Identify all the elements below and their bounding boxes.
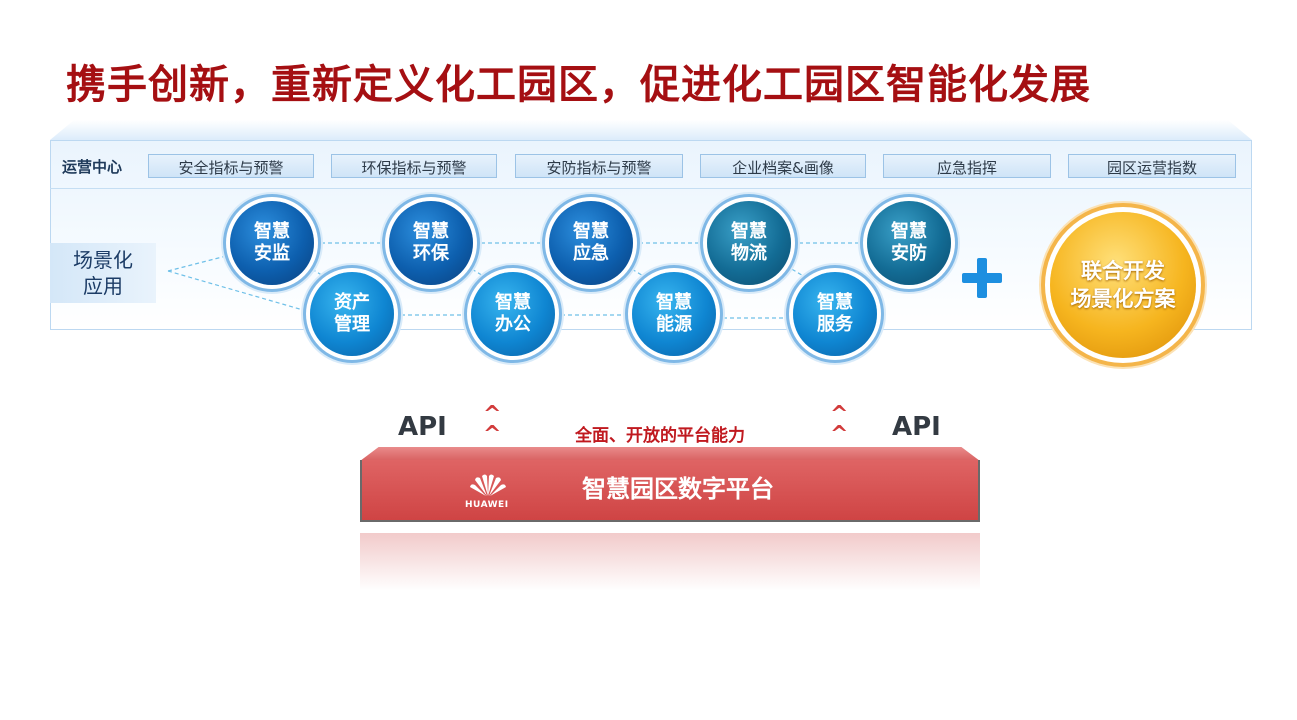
- plus-icon: [962, 258, 1002, 298]
- chevron-up-icon: ^: [483, 422, 502, 447]
- bubble-line1: 智慧: [731, 221, 767, 242]
- bubble-line2: 服务: [817, 314, 853, 335]
- chevron-up-icon: ^: [830, 402, 849, 427]
- bubble-line1: 智慧: [817, 292, 853, 313]
- bubble-line1: 智慧: [495, 292, 531, 313]
- bubble-line1: 智慧: [573, 221, 609, 242]
- ops-center-row: [50, 140, 1252, 189]
- joint-line2: 场景化方案: [1070, 287, 1176, 311]
- bubble-line2: 物流: [731, 243, 767, 264]
- connector-line: [167, 254, 231, 272]
- joint-line1: 联合开发: [1081, 259, 1165, 283]
- page-title: 携手创新，重新定义化工园区，促进化工园区智能化发展: [66, 62, 1091, 108]
- bubble-line1: 智慧: [656, 292, 692, 313]
- platform-reflection: [360, 533, 980, 591]
- chevron-up-icon: ^: [483, 402, 502, 427]
- bubble-line1: 智慧: [413, 221, 449, 242]
- bubble-line2: 安防: [891, 243, 927, 264]
- ops-tab-enterprise-profile[interactable]: 企业档案&画像: [700, 154, 866, 178]
- bubble-smart-office[interactable]: 智慧 办公: [471, 272, 555, 356]
- connector-line: [167, 270, 311, 313]
- bubble-smart-safety-supervision[interactable]: 智慧 安监: [230, 201, 314, 285]
- bubble-smart-environment[interactable]: 智慧 环保: [389, 201, 473, 285]
- bubble-line2: 安监: [254, 243, 290, 264]
- ops-tab-safety[interactable]: 安全指标与预警: [148, 154, 314, 178]
- ops-tab-environment[interactable]: 环保指标与预警: [331, 154, 497, 178]
- scenario-label-line2: 应用: [83, 274, 123, 298]
- bubble-smart-logistics[interactable]: 智慧 物流: [707, 201, 791, 285]
- api-label-right: API: [892, 412, 941, 442]
- bubble-smart-security[interactable]: 智慧 安防: [867, 201, 951, 285]
- bubble-line1: 智慧: [254, 221, 290, 242]
- huawei-brand-text: HUAWEI: [465, 500, 509, 510]
- ops-tab-security[interactable]: 安防指标与预警: [515, 154, 683, 178]
- bubble-line2: 管理: [334, 314, 370, 335]
- connector-line: [619, 261, 651, 281]
- bubble-line2: 能源: [656, 314, 692, 335]
- platform-bevel: [360, 447, 980, 461]
- ops-tab-emergency-command[interactable]: 应急指挥: [883, 154, 1051, 178]
- platform-title: 智慧园区数字平台: [582, 475, 774, 503]
- platform-capability-text: 全面、开放的平台能力: [575, 426, 745, 446]
- scenario-label: 场景化 应用: [50, 243, 156, 303]
- scenario-label-line1: 场景化: [73, 248, 133, 272]
- panel-bevel: [50, 120, 1252, 140]
- joint-solution-badge[interactable]: 联合开发 场景化方案: [1050, 212, 1196, 358]
- chevron-up-icon: ^: [830, 422, 849, 447]
- bubble-line1: 智慧: [891, 221, 927, 242]
- bubble-line2: 应急: [573, 243, 609, 264]
- connector-line: [779, 261, 811, 281]
- bubble-line1: 资产: [334, 292, 370, 313]
- connector-line: [459, 261, 491, 281]
- bubble-asset-management[interactable]: 资产 管理: [310, 272, 394, 356]
- bubble-line2: 办公: [495, 314, 531, 335]
- huawei-logo-icon: [470, 474, 506, 496]
- ops-center-label: 运营中心: [62, 158, 123, 176]
- bubble-smart-service[interactable]: 智慧 服务: [793, 272, 877, 356]
- connector-line: [299, 261, 331, 281]
- api-label-left: API: [398, 412, 447, 442]
- bubble-smart-emergency[interactable]: 智慧 应急: [549, 201, 633, 285]
- bubble-smart-energy[interactable]: 智慧 能源: [632, 272, 716, 356]
- digital-platform-bar: [360, 460, 980, 522]
- ops-tab-park-operation-index[interactable]: 园区运营指数: [1068, 154, 1236, 178]
- bubble-line2: 环保: [413, 243, 449, 264]
